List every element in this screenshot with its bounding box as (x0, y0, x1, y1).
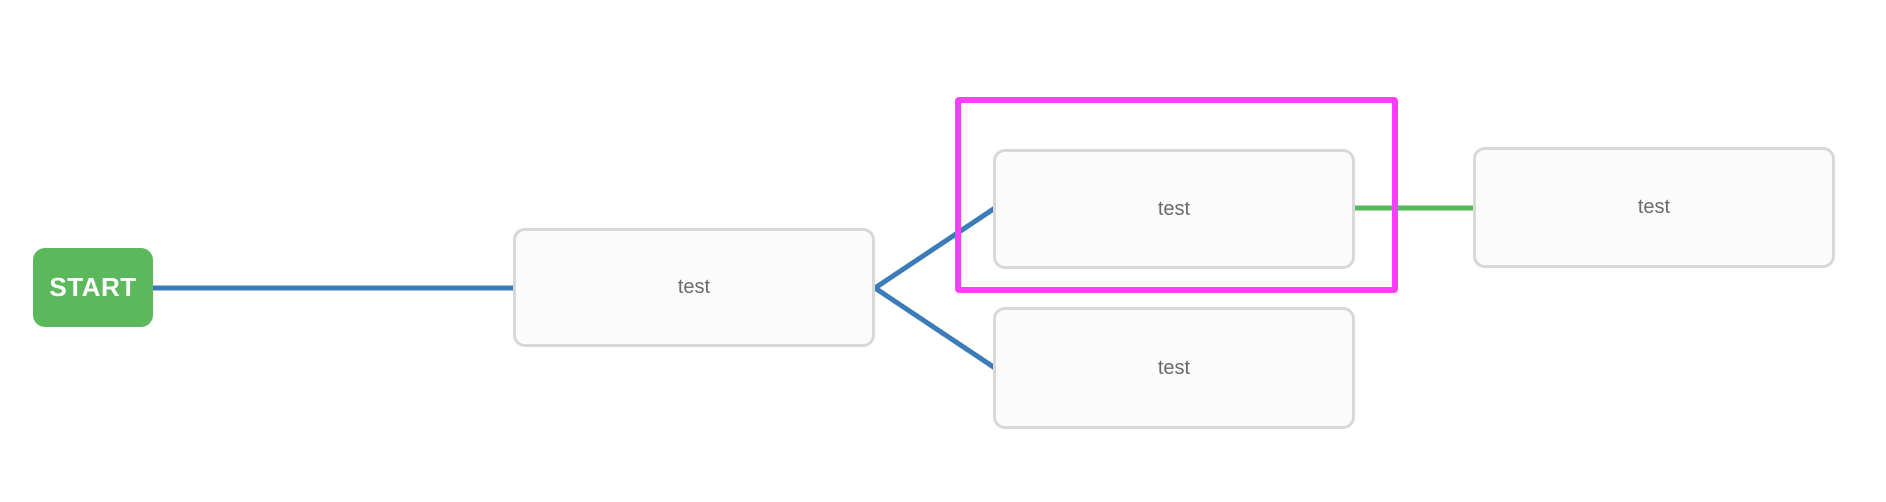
task-node-branch-top[interactable]: test (993, 149, 1355, 269)
task-node-label: test (1157, 197, 1191, 220)
start-node-label: START (49, 272, 137, 302)
start-node[interactable]: START (33, 248, 153, 327)
edge-center-to-branch-top[interactable] (873, 205, 997, 291)
task-node-label: test (1637, 196, 1671, 218)
task-node-label: test (1157, 356, 1191, 379)
task-node-label: test (677, 276, 711, 298)
task-node-end-right[interactable]: test (1473, 147, 1835, 268)
task-node-center[interactable]: test (513, 228, 875, 347)
edge-center-to-branch-bottom[interactable] (873, 285, 997, 371)
task-node-branch-bottom[interactable]: test (993, 307, 1355, 429)
